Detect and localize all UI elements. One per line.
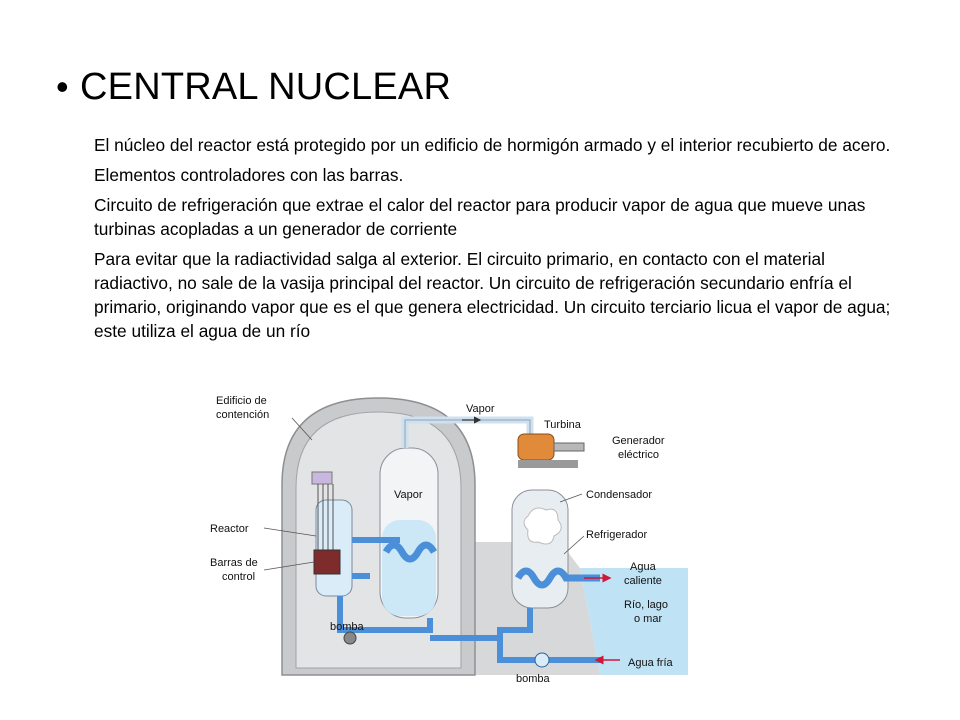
tertiary-return <box>497 638 600 663</box>
paragraph-2: Elementos controladores con las barras. <box>94 165 404 185</box>
control-rods-drive <box>311 471 333 485</box>
primary-circuit <box>337 537 433 633</box>
label-agua-fria: Agua fría <box>628 657 674 669</box>
title-row: • CENTRAL NUCLEAR <box>56 66 451 109</box>
label-vapor-top: Vapor <box>466 403 495 415</box>
label-bomba-bottom: bomba <box>516 673 551 685</box>
turbine <box>517 433 555 461</box>
label-agua-caliente-1: Agua <box>630 561 657 573</box>
label-generador-1: Generador <box>612 435 665 447</box>
primary-coil <box>382 541 438 563</box>
turbine-base <box>518 460 578 468</box>
reactor-vessel <box>315 499 353 597</box>
label-turbina: Turbina <box>544 419 582 431</box>
label-generador-2: eléctrico <box>618 449 659 461</box>
label-reactor: Reactor <box>210 523 249 535</box>
label-rio-2: o mar <box>634 613 662 625</box>
control-rods <box>313 549 341 575</box>
river-water <box>580 568 688 675</box>
label-agua-caliente-2: caliente <box>624 575 662 587</box>
pump-left <box>343 631 357 645</box>
vapor-tank-water <box>382 520 436 616</box>
slide-title: CENTRAL NUCLEAR <box>80 66 452 108</box>
label-rio-1: Río, lago <box>624 599 668 611</box>
nuclear-plant-diagram: Edificio de contención Vapor Turbina Gen… <box>210 395 688 685</box>
tertiary-coil <box>514 567 600 589</box>
slide-body: El núcleo del reactor está protegido por… <box>94 133 904 349</box>
label-bomba-left: bomba <box>330 621 365 633</box>
label-condensador: Condensador <box>586 489 652 501</box>
secondary-return <box>430 608 533 641</box>
label-barras-1: Barras de <box>210 557 258 569</box>
label-barras-2: control <box>222 571 255 583</box>
pump-bottom <box>534 652 550 668</box>
generator-shaft <box>553 442 585 452</box>
label-edificio-1: Edificio de <box>216 395 267 407</box>
label-edificio-2: contención <box>216 409 269 421</box>
title-bullet: • <box>56 66 69 107</box>
paragraph-4: Para evitar que la radiactividad salga a… <box>94 249 891 341</box>
label-vapor-tank: Vapor <box>394 489 423 501</box>
paragraph-3: Circuito de refrigeración que extrae el … <box>94 195 866 239</box>
paragraph-1: El núcleo del reactor está protegido por… <box>94 135 891 155</box>
label-refrigerador: Refrigerador <box>586 529 647 541</box>
condenser-steam <box>523 507 562 545</box>
